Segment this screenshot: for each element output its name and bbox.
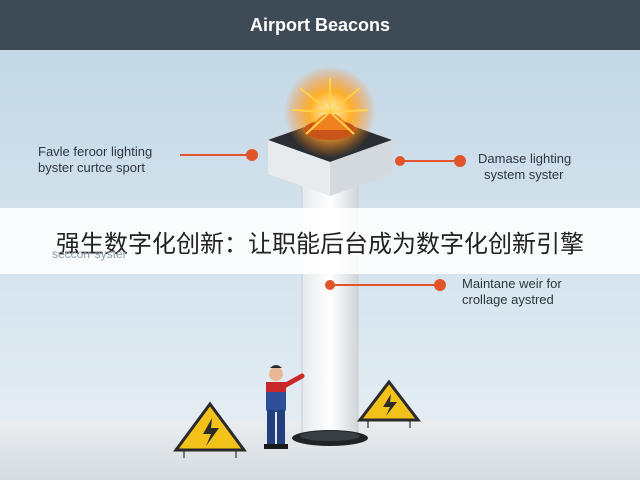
warning-sign-icon (173, 401, 247, 458)
callout-right-top: Damase lighting system syster (478, 151, 571, 183)
callout-line: crollage aystred (462, 292, 554, 307)
warning-sign-icon (356, 379, 422, 428)
overlay-banner: 强生数字化创新：让职能后台成为数字化创新引擎 (0, 208, 640, 274)
callout-left-faded: seccorr syster (52, 247, 127, 261)
worker-figure-icon (264, 365, 305, 449)
callout-line: Damase lighting (478, 151, 572, 166)
callout-line: system syster (484, 167, 564, 182)
beacon-light-icon (284, 66, 376, 158)
callout-right-bottom: Maintane weir for crollage aystred (462, 276, 562, 308)
callout-left-top: Favle feroor lighting byster curtce spor… (38, 144, 152, 176)
page-title: Airport Beacons (0, 0, 640, 50)
banner-text: 强生数字化创新：让职能后台成为数字化创新引擎 (56, 229, 584, 258)
callout-line: Maintane weir for (462, 276, 562, 291)
callout-line: Favle feroor lighting (38, 144, 153, 159)
callout-line: byster curtce sport (38, 160, 145, 175)
callout-pointers (180, 149, 466, 291)
